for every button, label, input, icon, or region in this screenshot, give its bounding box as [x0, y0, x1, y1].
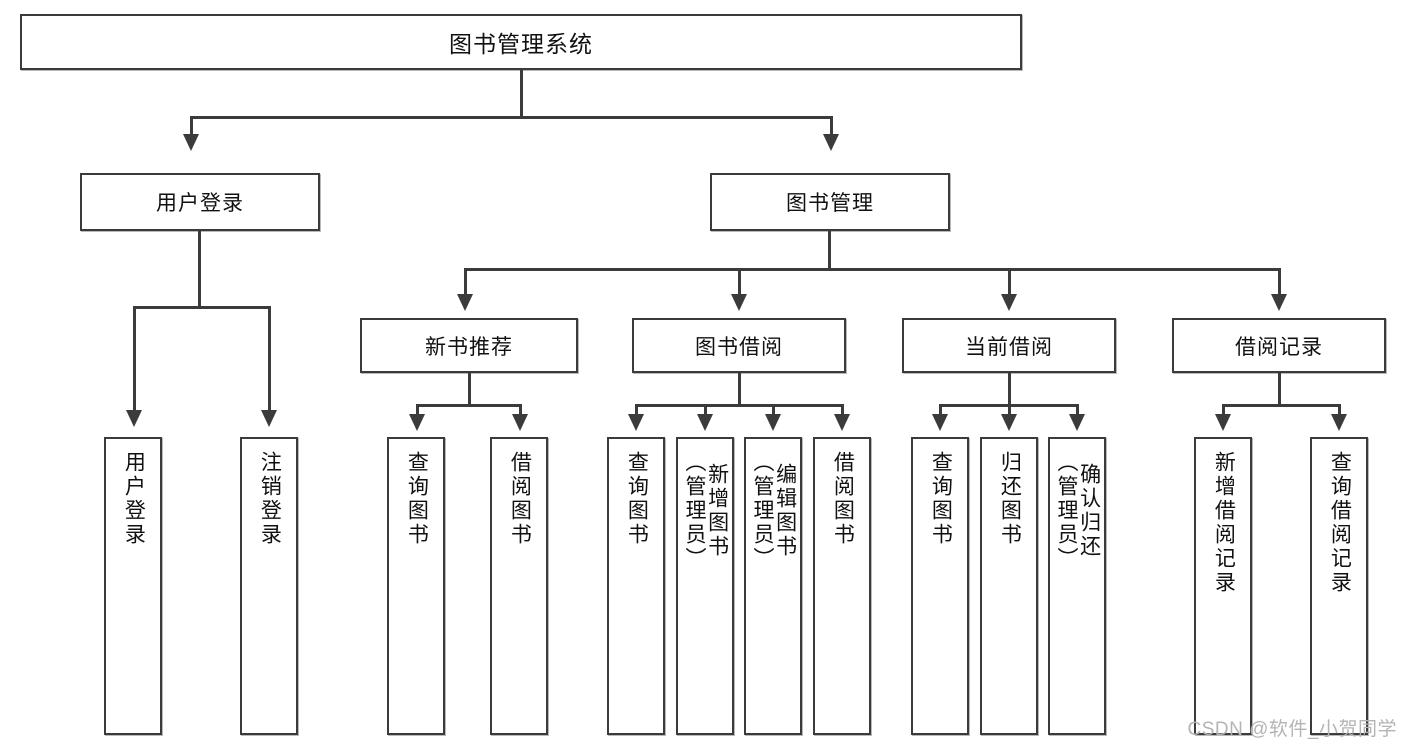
- node-label: 当前借阅: [965, 335, 1053, 359]
- node-label: 借阅图书: [831, 451, 855, 547]
- connector-book-manage-stem: [828, 231, 831, 270]
- leaf-borrow-book[interactable]: 借阅图书: [813, 437, 871, 735]
- connector-root-stem: [520, 70, 523, 118]
- connector-current-borrow-drop-2: [1008, 404, 1011, 416]
- leaf-add-book-admin[interactable]: 新增图书 （管理员）: [676, 437, 734, 735]
- arrow-to-user-login: [183, 134, 199, 151]
- connector-borrow-record-stem: [1278, 373, 1281, 406]
- arrow-to-new-book: [457, 294, 473, 311]
- connector-to-current-borrow: [1008, 268, 1011, 296]
- leaf-logout[interactable]: 注销登录: [240, 437, 298, 735]
- leaf-return-book[interactable]: 归还图书: [980, 437, 1038, 735]
- connector-root-bar: [190, 116, 833, 119]
- leaf-edit-book-admin[interactable]: 编辑图书 （管理员）: [744, 437, 802, 735]
- leaf-borrow-book-new[interactable]: 借阅图书: [490, 437, 548, 735]
- arrow-leaf-query-book-2: [628, 414, 644, 431]
- node-root-system[interactable]: 图书管理系统: [20, 14, 1022, 70]
- arrow-to-current-borrow: [1001, 294, 1017, 311]
- node-book-borrow[interactable]: 图书借阅: [632, 318, 846, 373]
- connector-to-book-manage: [830, 116, 833, 136]
- arrow-to-borrow-record: [1271, 294, 1287, 311]
- node-label: 新增图书 （管理员）: [683, 451, 729, 571]
- connector-borrow-record-drop-1: [1222, 404, 1225, 416]
- node-label: 借阅图书: [508, 451, 532, 547]
- arrow-leaf-add-record: [1215, 414, 1231, 431]
- node-label: 图书管理: [786, 192, 874, 215]
- connector-borrow-record-bar: [1222, 404, 1340, 407]
- connector-book-borrow-drop-3: [772, 404, 775, 416]
- arrow-leaf-return-book: [1001, 414, 1017, 431]
- node-label: 借阅记录: [1235, 335, 1323, 359]
- arrow-leaf-query-record: [1331, 414, 1347, 431]
- connector-to-book-borrow: [738, 268, 741, 296]
- node-label: 确认归还 （管理员）: [1055, 451, 1101, 571]
- connector-book-borrow-stem: [738, 373, 741, 406]
- connector-book-borrow-drop-1: [635, 404, 638, 416]
- node-label: 查询图书: [929, 451, 953, 547]
- connector-user-login-drop-1: [133, 306, 136, 412]
- arrow-leaf-query-book-1: [409, 414, 425, 431]
- connector-book-manage-bar: [464, 268, 1278, 271]
- connector-book-borrow-drop-4: [841, 404, 844, 416]
- leaf-confirm-return-admin[interactable]: 确认归还 （管理员）: [1048, 437, 1106, 735]
- connector-user-login-bar: [133, 306, 271, 309]
- connector-current-borrow-stem: [1008, 373, 1011, 406]
- leaf-query-borrow-record[interactable]: 查询借阅记录: [1310, 437, 1368, 735]
- arrow-leaf-user-login: [126, 410, 142, 427]
- arrow-leaf-query-book-3: [932, 414, 948, 431]
- node-label: 图书管理系统: [449, 31, 593, 57]
- leaf-add-borrow-record[interactable]: 新增借阅记录: [1194, 437, 1252, 735]
- node-user-login[interactable]: 用户登录: [80, 173, 320, 231]
- connector-to-borrow-record: [1278, 268, 1281, 296]
- arrow-leaf-borrow-book-1: [512, 414, 528, 431]
- arrow-leaf-confirm-return: [1069, 414, 1085, 431]
- node-borrow-record[interactable]: 借阅记录: [1172, 318, 1386, 373]
- node-label: 编辑图书 （管理员）: [751, 451, 797, 571]
- leaf-query-book-current[interactable]: 查询图书: [911, 437, 969, 735]
- node-label: 查询图书: [625, 451, 649, 547]
- leaf-query-book-borrow[interactable]: 查询图书: [607, 437, 665, 735]
- leaf-user-login[interactable]: 用户登录: [104, 437, 162, 735]
- node-label: 用户登录: [122, 451, 146, 547]
- connector-current-borrow-drop-3: [1076, 404, 1079, 416]
- arrow-leaf-edit-book: [765, 414, 781, 431]
- arrow-leaf-logout: [261, 410, 277, 427]
- arrow-leaf-borrow-book-2: [834, 414, 850, 431]
- arrow-leaf-add-book: [697, 414, 713, 431]
- node-book-management[interactable]: 图书管理: [710, 173, 950, 231]
- connector-current-borrow-drop-1: [939, 404, 942, 416]
- node-label: 用户登录: [156, 192, 244, 215]
- csdn-watermark: CSDN @软件_小贺同学: [1187, 719, 1397, 740]
- node-label: 查询借阅记录: [1328, 451, 1352, 595]
- connector-new-book-bar: [416, 404, 522, 407]
- connector-borrow-record-drop-2: [1338, 404, 1341, 416]
- node-label: 图书借阅: [695, 335, 783, 359]
- connector-new-book-drop-2: [519, 404, 522, 416]
- connector-to-user-login: [190, 116, 193, 136]
- node-label: 新增借阅记录: [1212, 451, 1236, 595]
- connector-book-borrow-bar: [635, 404, 843, 407]
- node-new-book-recommend[interactable]: 新书推荐: [360, 318, 578, 373]
- node-label: 新书推荐: [425, 335, 513, 359]
- leaf-query-book-new[interactable]: 查询图书: [387, 437, 445, 735]
- connector-to-new-book: [464, 268, 467, 296]
- connector-new-book-stem: [468, 373, 471, 406]
- connector-book-borrow-drop-2: [704, 404, 707, 416]
- connector-user-login-stem: [198, 231, 201, 308]
- node-label: 归还图书: [998, 451, 1022, 547]
- arrow-to-book-manage: [823, 134, 839, 151]
- node-current-borrow[interactable]: 当前借阅: [902, 318, 1116, 373]
- connector-user-login-drop-2: [268, 306, 271, 412]
- node-label: 注销登录: [258, 451, 282, 547]
- arrow-to-book-borrow: [731, 294, 747, 311]
- connector-new-book-drop-1: [416, 404, 419, 416]
- node-label: 查询图书: [405, 451, 429, 547]
